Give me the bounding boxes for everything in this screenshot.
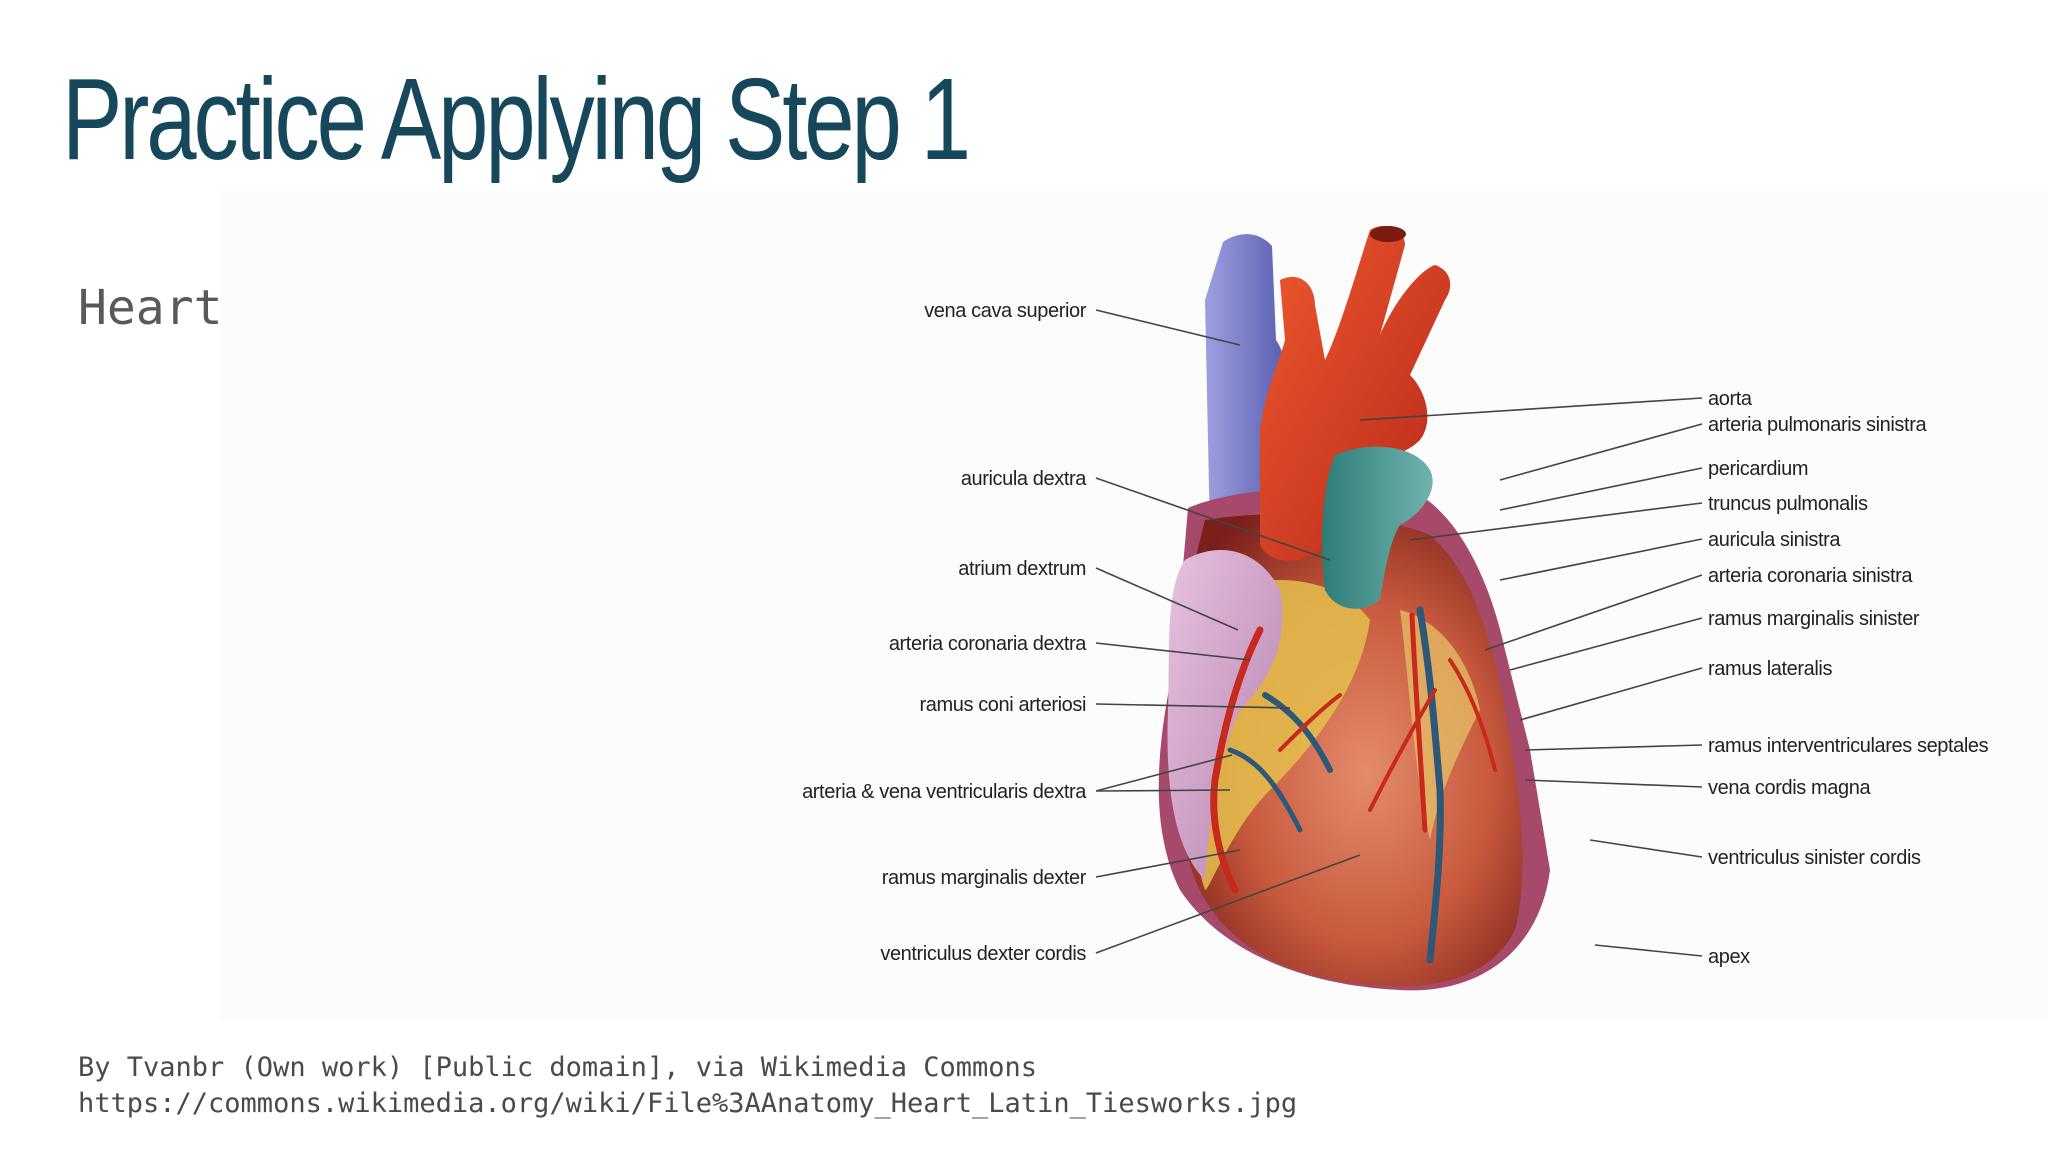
label-auricula-sinistra: auricula sinistra: [1708, 529, 1841, 551]
heart-anatomy-figure: vena cava superior auricula dextra atriu…: [220, 190, 2048, 1020]
label-vena-cordis-magna: vena cordis magna: [1708, 777, 1871, 799]
label-pericardium: pericardium: [1708, 458, 1808, 480]
label-ramus-coni-arteriosi: ramus coni arteriosi: [919, 694, 1086, 716]
slide-title: Practice Applying Step 1: [62, 54, 971, 184]
label-apex: apex: [1708, 946, 1750, 968]
aorta-lumen-shape: [1370, 226, 1406, 242]
label-ramus-lateralis: ramus lateralis: [1708, 658, 1832, 680]
label-arteria-pulmonaris-sinistra: arteria pulmonaris sinistra: [1708, 414, 1927, 436]
label-ramus-interventriculares-septales: ramus interventriculares septales: [1708, 735, 1989, 757]
label-ramus-marginalis-sinister: ramus marginalis sinister: [1708, 608, 1920, 630]
image-attribution: By Tvanbr (Own work) [Public domain], vi…: [78, 1050, 1297, 1122]
label-ventriculus-dexter-cordis: ventriculus dexter cordis: [880, 943, 1086, 965]
labels-right: aorta arteria pulmonaris sinistra perica…: [1708, 388, 1989, 968]
label-arteria-vena-ventricularis-dextra: arteria & vena ventricularis dextra: [802, 781, 1087, 803]
label-vena-cava-superior: vena cava superior: [924, 300, 1087, 322]
aorta-shape: [1260, 225, 1451, 561]
label-auricula-dextra: auricula dextra: [961, 468, 1087, 490]
coronary-vessels: [1210, 606, 1497, 964]
label-truncus-pulmonalis: truncus pulmonalis: [1708, 493, 1868, 515]
heart-illustration: [1158, 225, 1550, 991]
right-atrium-shape: [1167, 550, 1283, 880]
leader-lines-right: [1359, 397, 1703, 957]
label-arteria-coronaria-sinistra: arteria coronaria sinistra: [1708, 565, 1913, 587]
pulmonary-trunk-shape: [1322, 446, 1433, 609]
label-arteria-coronaria-dextra: arteria coronaria dextra: [889, 633, 1087, 655]
heart-diagram: vena cava superior auricula dextra atriu…: [802, 225, 1989, 991]
leader-lines-left: [1095, 309, 1361, 954]
slide-subtitle: Heart: [78, 280, 223, 336]
label-ventriculus-sinister-cordis: ventriculus sinister cordis: [1708, 847, 1921, 869]
labels-left: vena cava superior auricula dextra atriu…: [802, 300, 1088, 965]
label-atrium-dextrum: atrium dextrum: [958, 558, 1086, 580]
attribution-credit: By Tvanbr (Own work) [Public domain], vi…: [78, 1052, 1038, 1083]
label-aorta: aorta: [1708, 388, 1753, 410]
label-ramus-marginalis-dexter: ramus marginalis dexter: [882, 867, 1087, 889]
attribution-url: https://commons.wikimedia.org/wiki/File%…: [78, 1088, 1298, 1119]
